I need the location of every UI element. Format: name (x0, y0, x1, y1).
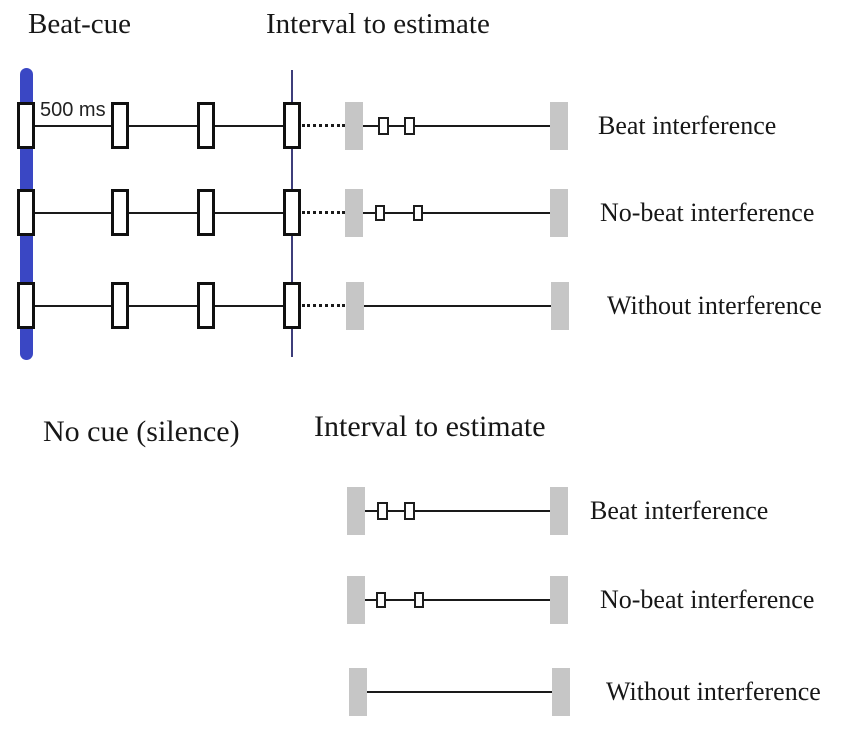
interference-tone-marker (404, 117, 415, 135)
condition-label: No-beat interference (600, 585, 815, 614)
interval-line (365, 510, 550, 512)
interval-end-marker (550, 487, 568, 535)
condition-label: No-beat interference (600, 198, 815, 227)
interval-line (363, 212, 550, 214)
interval-end-marker (552, 668, 570, 716)
beat-tone-marker (197, 189, 215, 236)
delay-dotted-line (302, 304, 345, 307)
no-cue-title: No cue (silence) (43, 415, 240, 448)
interval-to-estimate-title-top: Interval to estimate (266, 8, 490, 40)
interval-to-estimate-title-bottom: Interval to estimate (314, 410, 546, 443)
beat-tone-marker (111, 282, 129, 329)
interval-start-marker (346, 282, 364, 330)
condition-label: Beat interference (590, 496, 769, 525)
interval-start-marker (347, 576, 365, 624)
beat-tone-marker (283, 189, 301, 236)
condition-label: Without interference (606, 677, 821, 706)
beat-tone-marker (17, 102, 35, 149)
interval-start-marker (347, 487, 365, 535)
interval-end-marker (550, 576, 568, 624)
condition-label: Without interference (607, 291, 822, 320)
interference-tone-marker (377, 502, 388, 520)
beat-tone-marker (17, 282, 35, 329)
interference-tone-marker (404, 502, 415, 520)
beat-tone-marker (197, 102, 215, 149)
beat-tone-marker (111, 102, 129, 149)
beat-tone-marker (283, 102, 301, 149)
interval-end-marker (551, 282, 569, 330)
interference-tone-marker (375, 205, 385, 221)
beat-cue-title: Beat-cue (28, 8, 132, 40)
delay-dotted-line (302, 124, 345, 127)
interval-start-marker (345, 102, 363, 150)
beat-tone-marker (283, 282, 301, 329)
beat-tone-marker (17, 189, 35, 236)
interval-line (364, 305, 551, 307)
interval-start-marker (349, 668, 367, 716)
interval-line (363, 125, 550, 127)
interval-end-marker (550, 189, 568, 237)
interval-line (365, 599, 550, 601)
beat-tone-marker (111, 189, 129, 236)
delay-dotted-line (302, 211, 345, 214)
interference-tone-marker (376, 592, 386, 608)
condition-label: Beat interference (598, 111, 777, 140)
interference-tone-marker (378, 117, 389, 135)
cue-interval-duration-label: 500 ms (40, 99, 106, 121)
beat-sequence-line (26, 305, 292, 307)
interference-tone-marker (413, 205, 423, 221)
beat-sequence-line (26, 212, 292, 214)
interval-end-marker (550, 102, 568, 150)
interval-start-marker (345, 189, 363, 237)
beat-sequence-line (26, 125, 292, 127)
interval-line (367, 691, 552, 693)
beat-tone-marker (197, 282, 215, 329)
interference-tone-marker (414, 592, 424, 608)
